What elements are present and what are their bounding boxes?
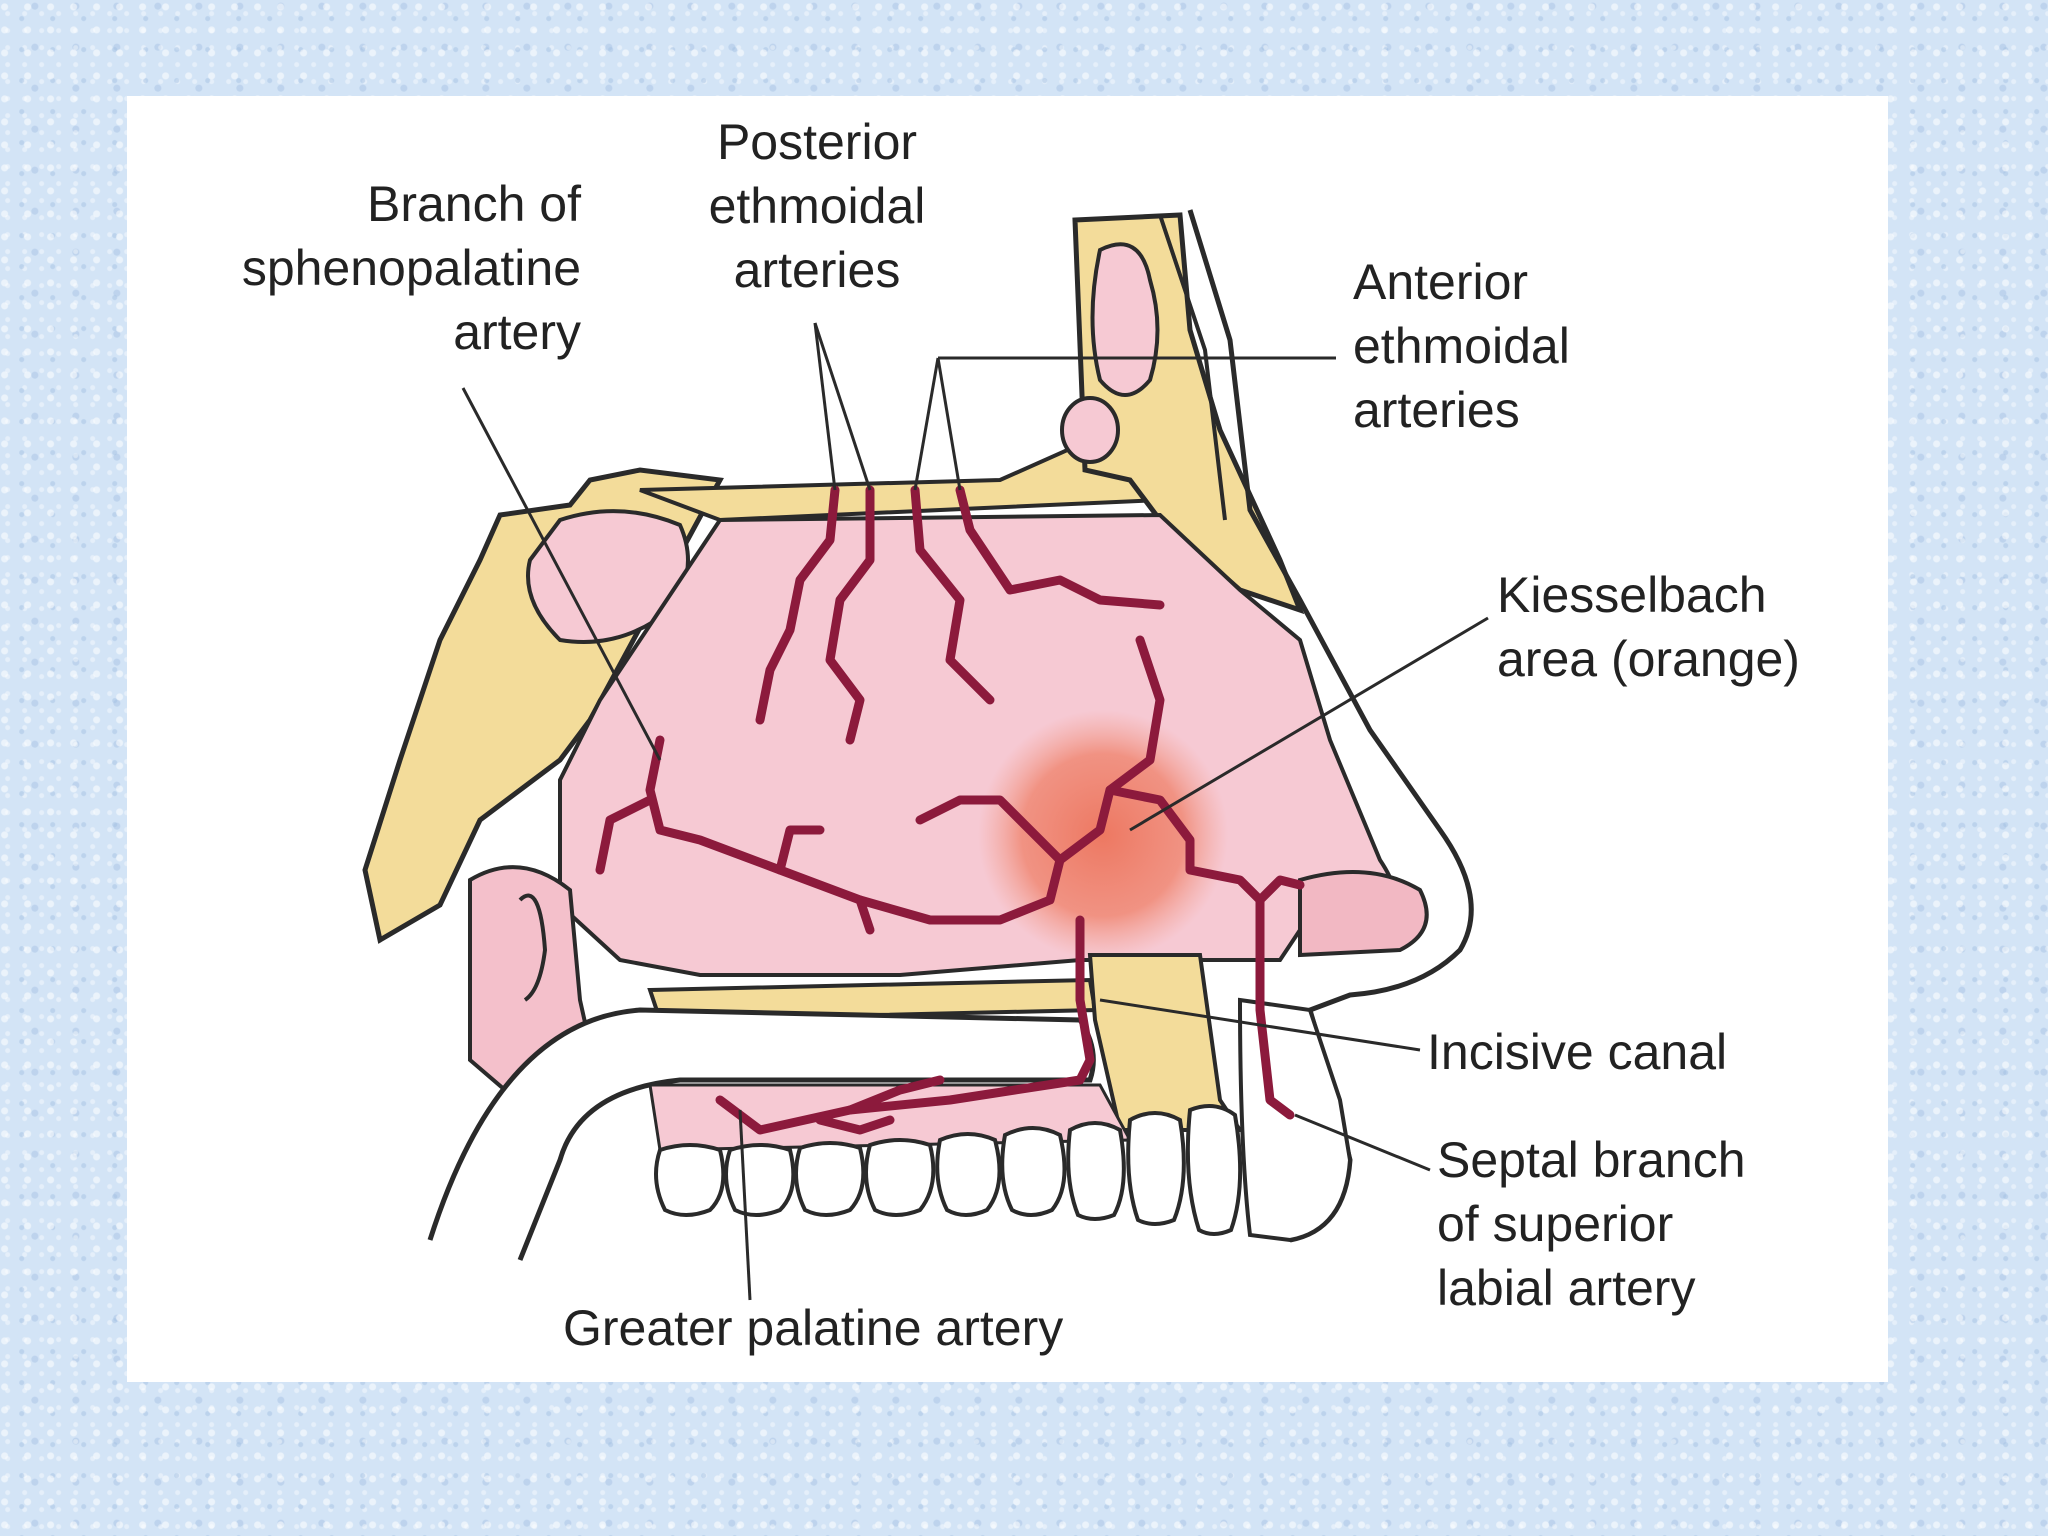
label-branch-sphenopalatine: Branch of sphenopalatine artery [241, 176, 581, 360]
nasal-vestibule [1298, 870, 1429, 958]
posterior-ethmoidal-artery-1 [755, 485, 840, 725]
frontal-sinus [1090, 242, 1160, 397]
sphenopalatine-sub-3 [855, 895, 875, 935]
leader-greater-palatine [738, 1109, 752, 1301]
septal-superior-labial-2 [1255, 875, 1305, 905]
leader-posterior-ethmoidal-a [813, 322, 837, 491]
leader-lines [461, 322, 1489, 1301]
anterior-network-2 [1105, 785, 1265, 905]
nose-profile-inner [1158, 214, 1227, 521]
leader-posterior-ethmoidal-b [813, 322, 872, 491]
leader-anterior-ethmoidal-b [936, 357, 962, 491]
leader-sphenopalatine [461, 387, 662, 761]
label-septal-branch: Septal branch of superior labial artery [1437, 1132, 1746, 1316]
label-kiesselbach: Kiesselbach area (orange) [1497, 567, 1800, 687]
figure-panel: Branch of sphenopalatine artery Posterio… [127, 96, 1888, 1382]
anterior-ethmoidal-artery-1 [910, 485, 995, 705]
teeth [654, 1104, 1243, 1236]
leader-kiesselbach [1129, 616, 1489, 832]
leader-incisive-canal [1099, 998, 1421, 1052]
kiesselbach-descending [715, 915, 1095, 1135]
arteries [595, 485, 1305, 1135]
sphenopalatine-branch [645, 635, 1165, 925]
anterior-ethmoidal-artery-2 [955, 485, 1165, 610]
label-posterior-ethmoidal: Posterior ethmoidal arteries [708, 114, 926, 298]
frontal-sinus-lower [1060, 396, 1120, 464]
septal-superior-labial [1255, 895, 1295, 1120]
label-greater-palatine: Greater palatine artery [563, 1300, 1064, 1356]
sphenopalatine-sub-1 [595, 795, 655, 875]
anterior-network [915, 795, 1065, 865]
label-incisive-canal: Incisive canal [1427, 1024, 1728, 1080]
leader-anterior-ethmoidal-a [913, 357, 940, 491]
label-anterior-ethmoidal: Anterior ethmoidal arteries [1353, 254, 1570, 438]
posterior-ethmoidal-artery-2 [825, 485, 875, 745]
eustachian-curve [518, 893, 548, 1002]
sphenopalatine-sub-2 [775, 825, 825, 875]
nasal-septum-illustration [362, 209, 1489, 1301]
maxilla-anterior [1087, 953, 1244, 1132]
leader-septal-branch [1294, 1113, 1431, 1172]
kiesselbach-area [978, 710, 1228, 960]
greater-palatine-sub [815, 1075, 945, 1135]
